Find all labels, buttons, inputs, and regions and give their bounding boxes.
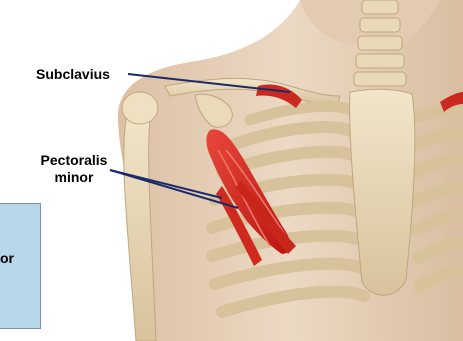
side-panel-text: or: [0, 250, 14, 267]
subclavius-label: Subclavius: [36, 66, 110, 83]
pectoralis-minor-label: Pectoralis minor: [36, 152, 112, 186]
pectoralis-minor-label-line1: Pectoralis: [36, 152, 112, 169]
pectoralis-minor-label-line2: minor: [36, 169, 112, 186]
